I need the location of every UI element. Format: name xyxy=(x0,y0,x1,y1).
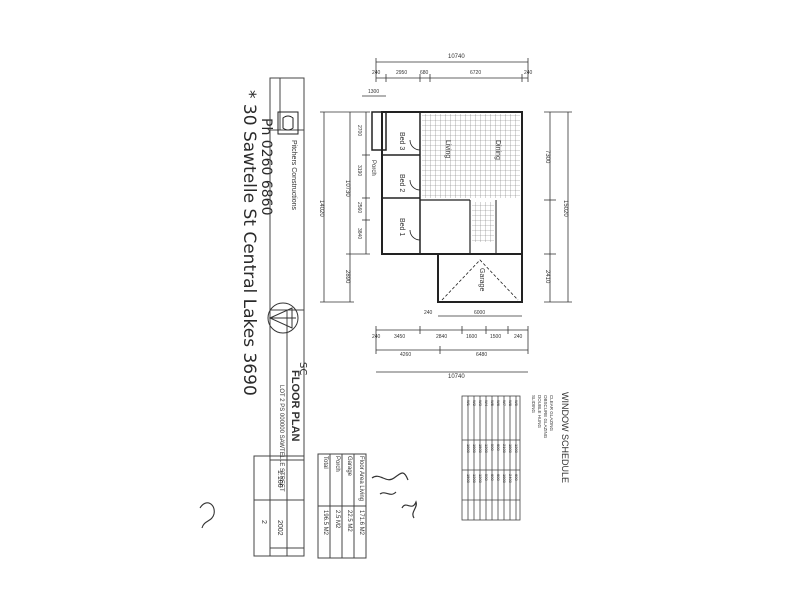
window-row-2-h: 1500 xyxy=(478,444,483,454)
window-note-1: OBSCURE GLAZING xyxy=(543,395,548,439)
title-block-lower xyxy=(253,455,305,557)
dim-top-seg-2: 680 xyxy=(420,70,429,76)
company-name: Pitchers Constructions xyxy=(290,140,297,211)
sheet-number: 2 xyxy=(260,520,267,524)
window-row-3-h: 1200 xyxy=(484,444,489,454)
dim-bottom-seg-1: 3450 xyxy=(394,334,405,340)
window-row-8-w: 600 xyxy=(514,474,519,481)
dim-bottom-seg-3: 1600 xyxy=(466,334,477,340)
floor-plan-title: FLOOR PLAN xyxy=(289,370,301,442)
window-row-3-id: W4 xyxy=(484,400,489,407)
dim-top-seg-4: 240 xyxy=(524,70,533,76)
dim-top-small: 1300 xyxy=(368,89,379,95)
plan-scale: 1:100 xyxy=(276,470,283,488)
signature-mark xyxy=(199,502,215,529)
window-row-6-w: 1800 xyxy=(502,474,507,484)
dim-bottom-seg-5: 240 xyxy=(514,334,523,340)
area-value-2: 2.5 M2 xyxy=(334,510,340,529)
window-schedule-rows: W1 1800 1500 W2 1800 1200 W3 1500 1200 W… xyxy=(466,400,519,484)
window-row-6-id: W7 xyxy=(502,400,507,407)
dim-left-chain-1: 3190 xyxy=(356,165,362,176)
window-note-3: SLIDING xyxy=(531,395,536,414)
area-value-1: 22.5 M2 xyxy=(346,510,352,532)
window-row-2-id: W3 xyxy=(478,400,483,407)
window-row-5-w: 600 xyxy=(496,474,501,481)
window-row-8-h: 1200 xyxy=(514,444,519,454)
sc-handwritten-mark: SC xyxy=(297,362,308,375)
dim-garage-left: 240 xyxy=(424,310,433,316)
handwritten-address: * 30 Sawtelle St Central Lakes 3690 xyxy=(239,90,259,396)
room-dining: Dining xyxy=(494,140,501,160)
window-row-0-id: W1 xyxy=(466,400,471,407)
room-bed2: Bed 2 xyxy=(398,174,405,192)
window-row-4-w: 600 xyxy=(490,474,495,481)
dim-bottom-left: 4260 xyxy=(400,352,411,358)
lot-description: LOT 2 PS 000000 SAWTELLE STREET xyxy=(278,385,284,492)
window-row-0-h: 1800 xyxy=(466,444,471,454)
handwritten-notes: * 30 Sawtelle St Central Lakes 3690 Ph 0… xyxy=(239,90,274,396)
window-row-6-h: 2100 xyxy=(502,444,507,454)
north-arrow xyxy=(267,302,299,334)
handwritten-phone: Ph 0260 6860 xyxy=(258,118,274,215)
dim-top-seg-1: 2950 xyxy=(396,70,407,76)
window-row-8-id: W9 xyxy=(514,400,519,407)
area-value-3: 196.5 M2 xyxy=(322,510,328,536)
dim-left-chain-0: 2700 xyxy=(356,125,362,136)
building-outline xyxy=(371,111,523,303)
dim-top-seg-0: 240 xyxy=(372,70,381,76)
window-row-0-w: 1500 xyxy=(466,474,471,484)
area-label-2: Porch xyxy=(334,456,340,472)
signature-scribble xyxy=(371,472,417,519)
window-row-5-h: 600 xyxy=(496,444,501,451)
room-garage: Garage xyxy=(478,268,485,291)
room-porch: Porch xyxy=(370,160,376,176)
company-logo xyxy=(277,111,299,135)
dim-bottom-seg-4: 1500 xyxy=(490,334,501,340)
area-value-0: 171.6 M2 xyxy=(358,510,364,536)
dim-top-seg-3: 6720 xyxy=(470,70,481,76)
dim-right-total: 15020 xyxy=(562,200,568,217)
tiled-living-area xyxy=(422,114,520,198)
dim-left-total: 14020 xyxy=(318,200,324,217)
window-row-2-w: 1200 xyxy=(478,474,483,484)
room-bed1: Bed 1 xyxy=(398,218,405,236)
area-table xyxy=(317,453,367,559)
dim-garage-width: 6000 xyxy=(474,310,485,316)
window-row-4-id: W5 xyxy=(490,400,495,407)
area-label-0: Floor Area Living xyxy=(358,456,364,501)
window-row-1-w: 1200 xyxy=(472,474,477,484)
window-row-1-h: 1800 xyxy=(472,444,477,454)
dim-bottom-seg-0: 240 xyxy=(372,334,381,340)
dim-bottom-seg-2: 2840 xyxy=(436,334,447,340)
dim-left-inner: 10730 xyxy=(344,180,350,197)
dim-left-chain-3: 3840 xyxy=(356,228,362,239)
dim-right-upper: 7300 xyxy=(544,150,550,164)
window-schedule-title: WINDOW SCHEDULE xyxy=(560,392,570,483)
dimension-lines xyxy=(320,58,572,373)
window-row-5-id: W6 xyxy=(496,400,501,407)
window-row-7-h: 1800 xyxy=(508,444,513,454)
company-logo-mark xyxy=(282,115,294,131)
dim-left-chain-2: 2560 xyxy=(356,202,362,213)
tiled-wet-area xyxy=(472,202,494,242)
area-label-3: Total xyxy=(322,456,328,469)
window-note-2: DOUBLE HUNG xyxy=(537,395,542,429)
window-schedule-table xyxy=(461,395,521,521)
window-row-7-w: 2400 xyxy=(508,474,513,484)
room-bed3: Bed 3 xyxy=(398,132,405,150)
room-living: Living xyxy=(444,140,451,158)
dim-top-total: 10740 xyxy=(448,54,465,60)
plan-date: 2002 xyxy=(276,520,283,536)
dim-bottom-right: 6480 xyxy=(476,352,487,358)
window-row-3-w: 900 xyxy=(484,474,489,481)
dim-right-lower: 2410 xyxy=(544,270,550,284)
window-row-1-id: W2 xyxy=(472,400,477,407)
area-label-1: Garage xyxy=(346,456,352,477)
dim-left-bottom: 2890 xyxy=(344,270,350,284)
dim-bottom-total: 10740 xyxy=(448,374,465,380)
window-note-0: CLEAR GLAZING xyxy=(549,395,554,432)
window-row-7-id: W8 xyxy=(508,400,513,407)
window-row-4-h: 900 xyxy=(490,444,495,451)
